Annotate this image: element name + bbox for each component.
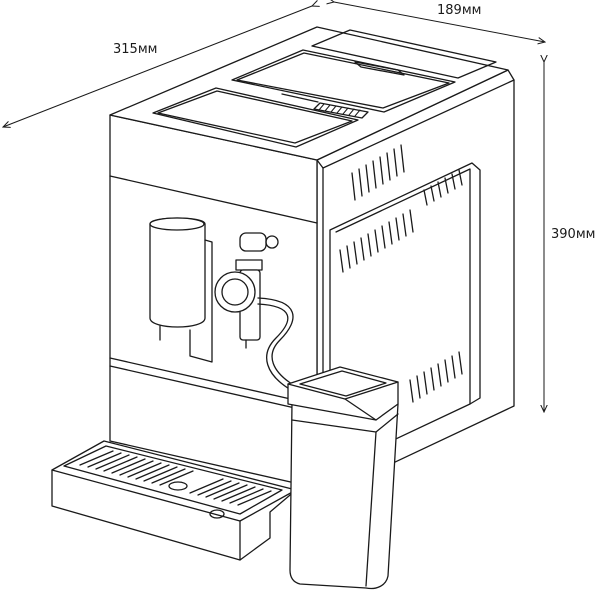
- lid-handle: [354, 61, 405, 76]
- dimension-height: 390мм: [544, 62, 595, 412]
- milk-jug: [287, 366, 399, 590]
- lid-back: [311, 29, 497, 79]
- dimension-depth: 189мм: [334, 2, 545, 42]
- front-panel: [109, 114, 318, 489]
- tray-indicator: [168, 481, 188, 491]
- milk-nozzle: [214, 232, 296, 391]
- depth-label: 189мм: [437, 3, 481, 18]
- front-upper-seam: [109, 175, 318, 224]
- front-lower-seam: [109, 357, 318, 406]
- lid-front: [152, 87, 359, 148]
- milk-jug-lid: [287, 366, 399, 421]
- control-strip: [313, 102, 369, 119]
- lid-middle: [231, 49, 456, 113]
- drip-tray: [51, 440, 297, 561]
- top-lids: [152, 29, 497, 148]
- width-label: 315мм: [113, 42, 157, 57]
- dimension-width: 315мм: [3, 6, 312, 127]
- height-label: 390мм: [551, 227, 595, 242]
- coffee-spout: [149, 217, 213, 363]
